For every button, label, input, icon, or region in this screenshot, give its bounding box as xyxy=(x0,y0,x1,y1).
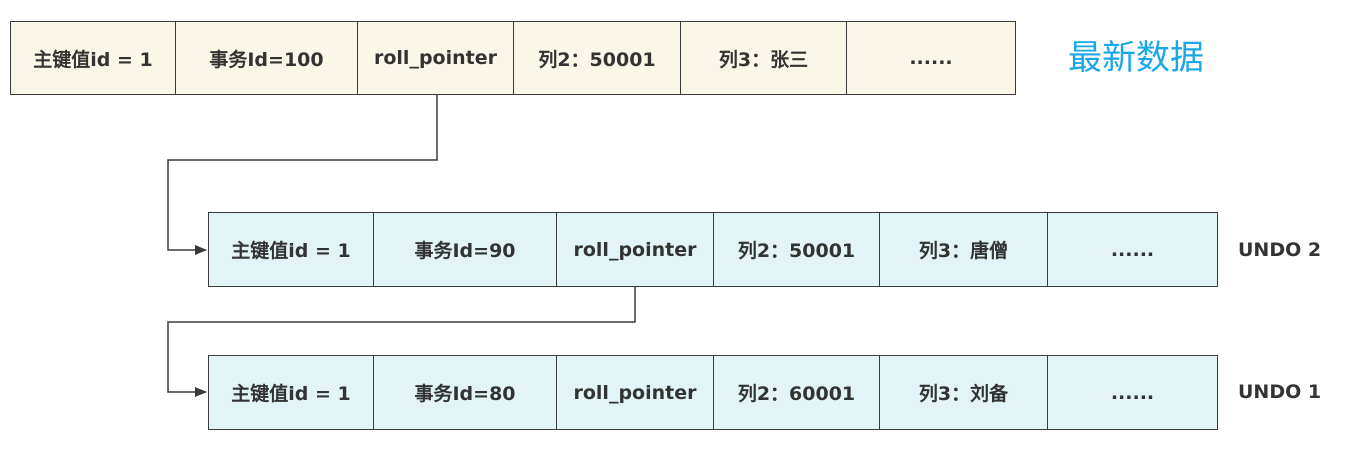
transaction-id-cell: 事务Id=80 xyxy=(374,356,557,429)
more-columns-cell: ...... xyxy=(1110,381,1155,404)
column2-cell: 列2：60001 xyxy=(714,356,880,429)
column2-cell: 列2：50001 xyxy=(714,213,880,286)
roll-pointer-cell: roll_pointer xyxy=(358,22,514,94)
more-columns-cell: ...... xyxy=(909,47,953,69)
undo2-record-row: 主键值id = 1 事务Id=90 roll_pointer 列2：50001 … xyxy=(208,212,1218,287)
column2-cell: 列2：50001 xyxy=(514,22,681,94)
primary-key-cell: 主键值id = 1 xyxy=(209,213,374,286)
roll-pointer-cell: roll_pointer xyxy=(557,356,714,429)
column3-cell: 列3：唐僧 xyxy=(880,213,1048,286)
column3-cell: 列3：张三 xyxy=(681,22,847,94)
latest-data-label: 最新数据 xyxy=(1068,38,1204,78)
transaction-id-cell: 事务Id=90 xyxy=(374,213,557,286)
latest-record-row: 主键值id = 1 事务Id=100 roll_pointer 列2：50001… xyxy=(10,21,1016,95)
roll-pointer-cell: roll_pointer xyxy=(557,213,714,286)
transaction-id-cell: 事务Id=100 xyxy=(176,22,358,94)
undo2-label: UNDO 2 xyxy=(1238,239,1322,261)
column3-cell: 列3：刘备 xyxy=(880,356,1048,429)
primary-key-cell: 主键值id = 1 xyxy=(209,356,374,429)
primary-key-cell: 主键值id = 1 xyxy=(11,22,176,94)
undo1-record-row: 主键值id = 1 事务Id=80 roll_pointer 列2：60001 … xyxy=(208,355,1218,430)
more-columns-cell: ...... xyxy=(1110,238,1155,261)
undo1-label: UNDO 1 xyxy=(1238,381,1322,403)
